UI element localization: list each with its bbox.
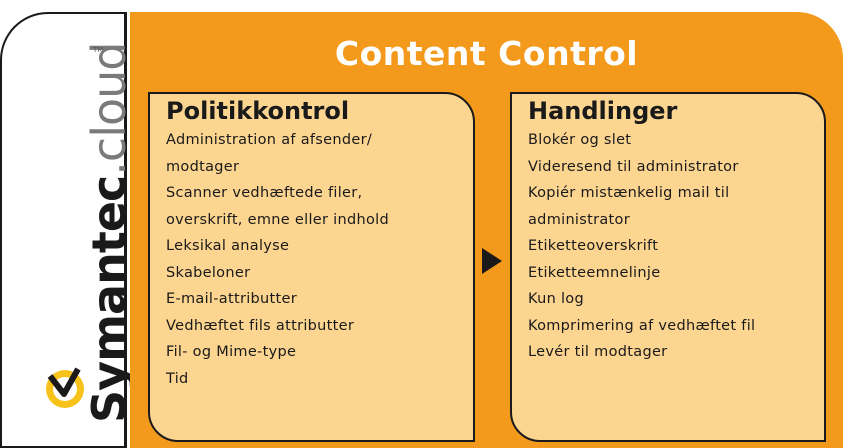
policy-control-list: Administration af afsender/ modtager Sca… bbox=[166, 127, 473, 392]
list-item: Vedhæftet fils attributter bbox=[166, 317, 355, 334]
list-item: administrator bbox=[528, 211, 630, 228]
arrow-right-icon bbox=[482, 248, 502, 274]
page-title: Content Control bbox=[334, 34, 639, 73]
actions-list: Blokér og slet Videresend til administra… bbox=[528, 127, 824, 366]
brand-logo-text: Symantec.cloud bbox=[82, 43, 136, 424]
list-item: Leksikal analyse bbox=[166, 238, 290, 254]
list-item: Videresend til administrator bbox=[528, 158, 739, 175]
list-item: Tid bbox=[166, 370, 189, 387]
list-item: Fil- og Mime-type bbox=[166, 344, 297, 360]
policy-control-heading: Politikkontrol bbox=[166, 97, 350, 125]
list-item: modtager bbox=[166, 158, 240, 175]
content-panel: Content Control Politikkontrol Administr… bbox=[130, 12, 843, 448]
list-item: Kun log bbox=[528, 291, 584, 307]
list-item: overskrift, emne eller indhold bbox=[166, 211, 389, 228]
list-item: Etiketteemnelinje bbox=[528, 264, 661, 281]
list-item: Administration af afsender/ bbox=[166, 132, 373, 148]
list-item: Scanner vedhæftede filer, bbox=[166, 185, 363, 201]
actions-box: Handlinger Blokér og slet Videresend til… bbox=[510, 92, 826, 442]
actions-heading: Handlinger bbox=[528, 97, 678, 125]
trademark-mark: TM bbox=[93, 46, 104, 54]
list-item: Kopiér mistænkelig mail til bbox=[528, 185, 730, 201]
list-item: E-mail-attributter bbox=[166, 291, 297, 307]
brand-name: Symantec bbox=[82, 175, 136, 423]
policy-control-box: Politikkontrol Administration af afsende… bbox=[148, 92, 475, 442]
brand-suffix: .cloud bbox=[82, 42, 136, 176]
list-item: Komprimering af vedhæftet fil bbox=[528, 317, 756, 334]
list-item: Levér til modtager bbox=[528, 344, 668, 360]
list-item: Etiketteoverskrift bbox=[528, 238, 659, 254]
list-item: Blokér og slet bbox=[528, 132, 632, 148]
checkmark-circle-icon bbox=[46, 367, 84, 408]
list-item: Skabeloner bbox=[166, 264, 251, 281]
